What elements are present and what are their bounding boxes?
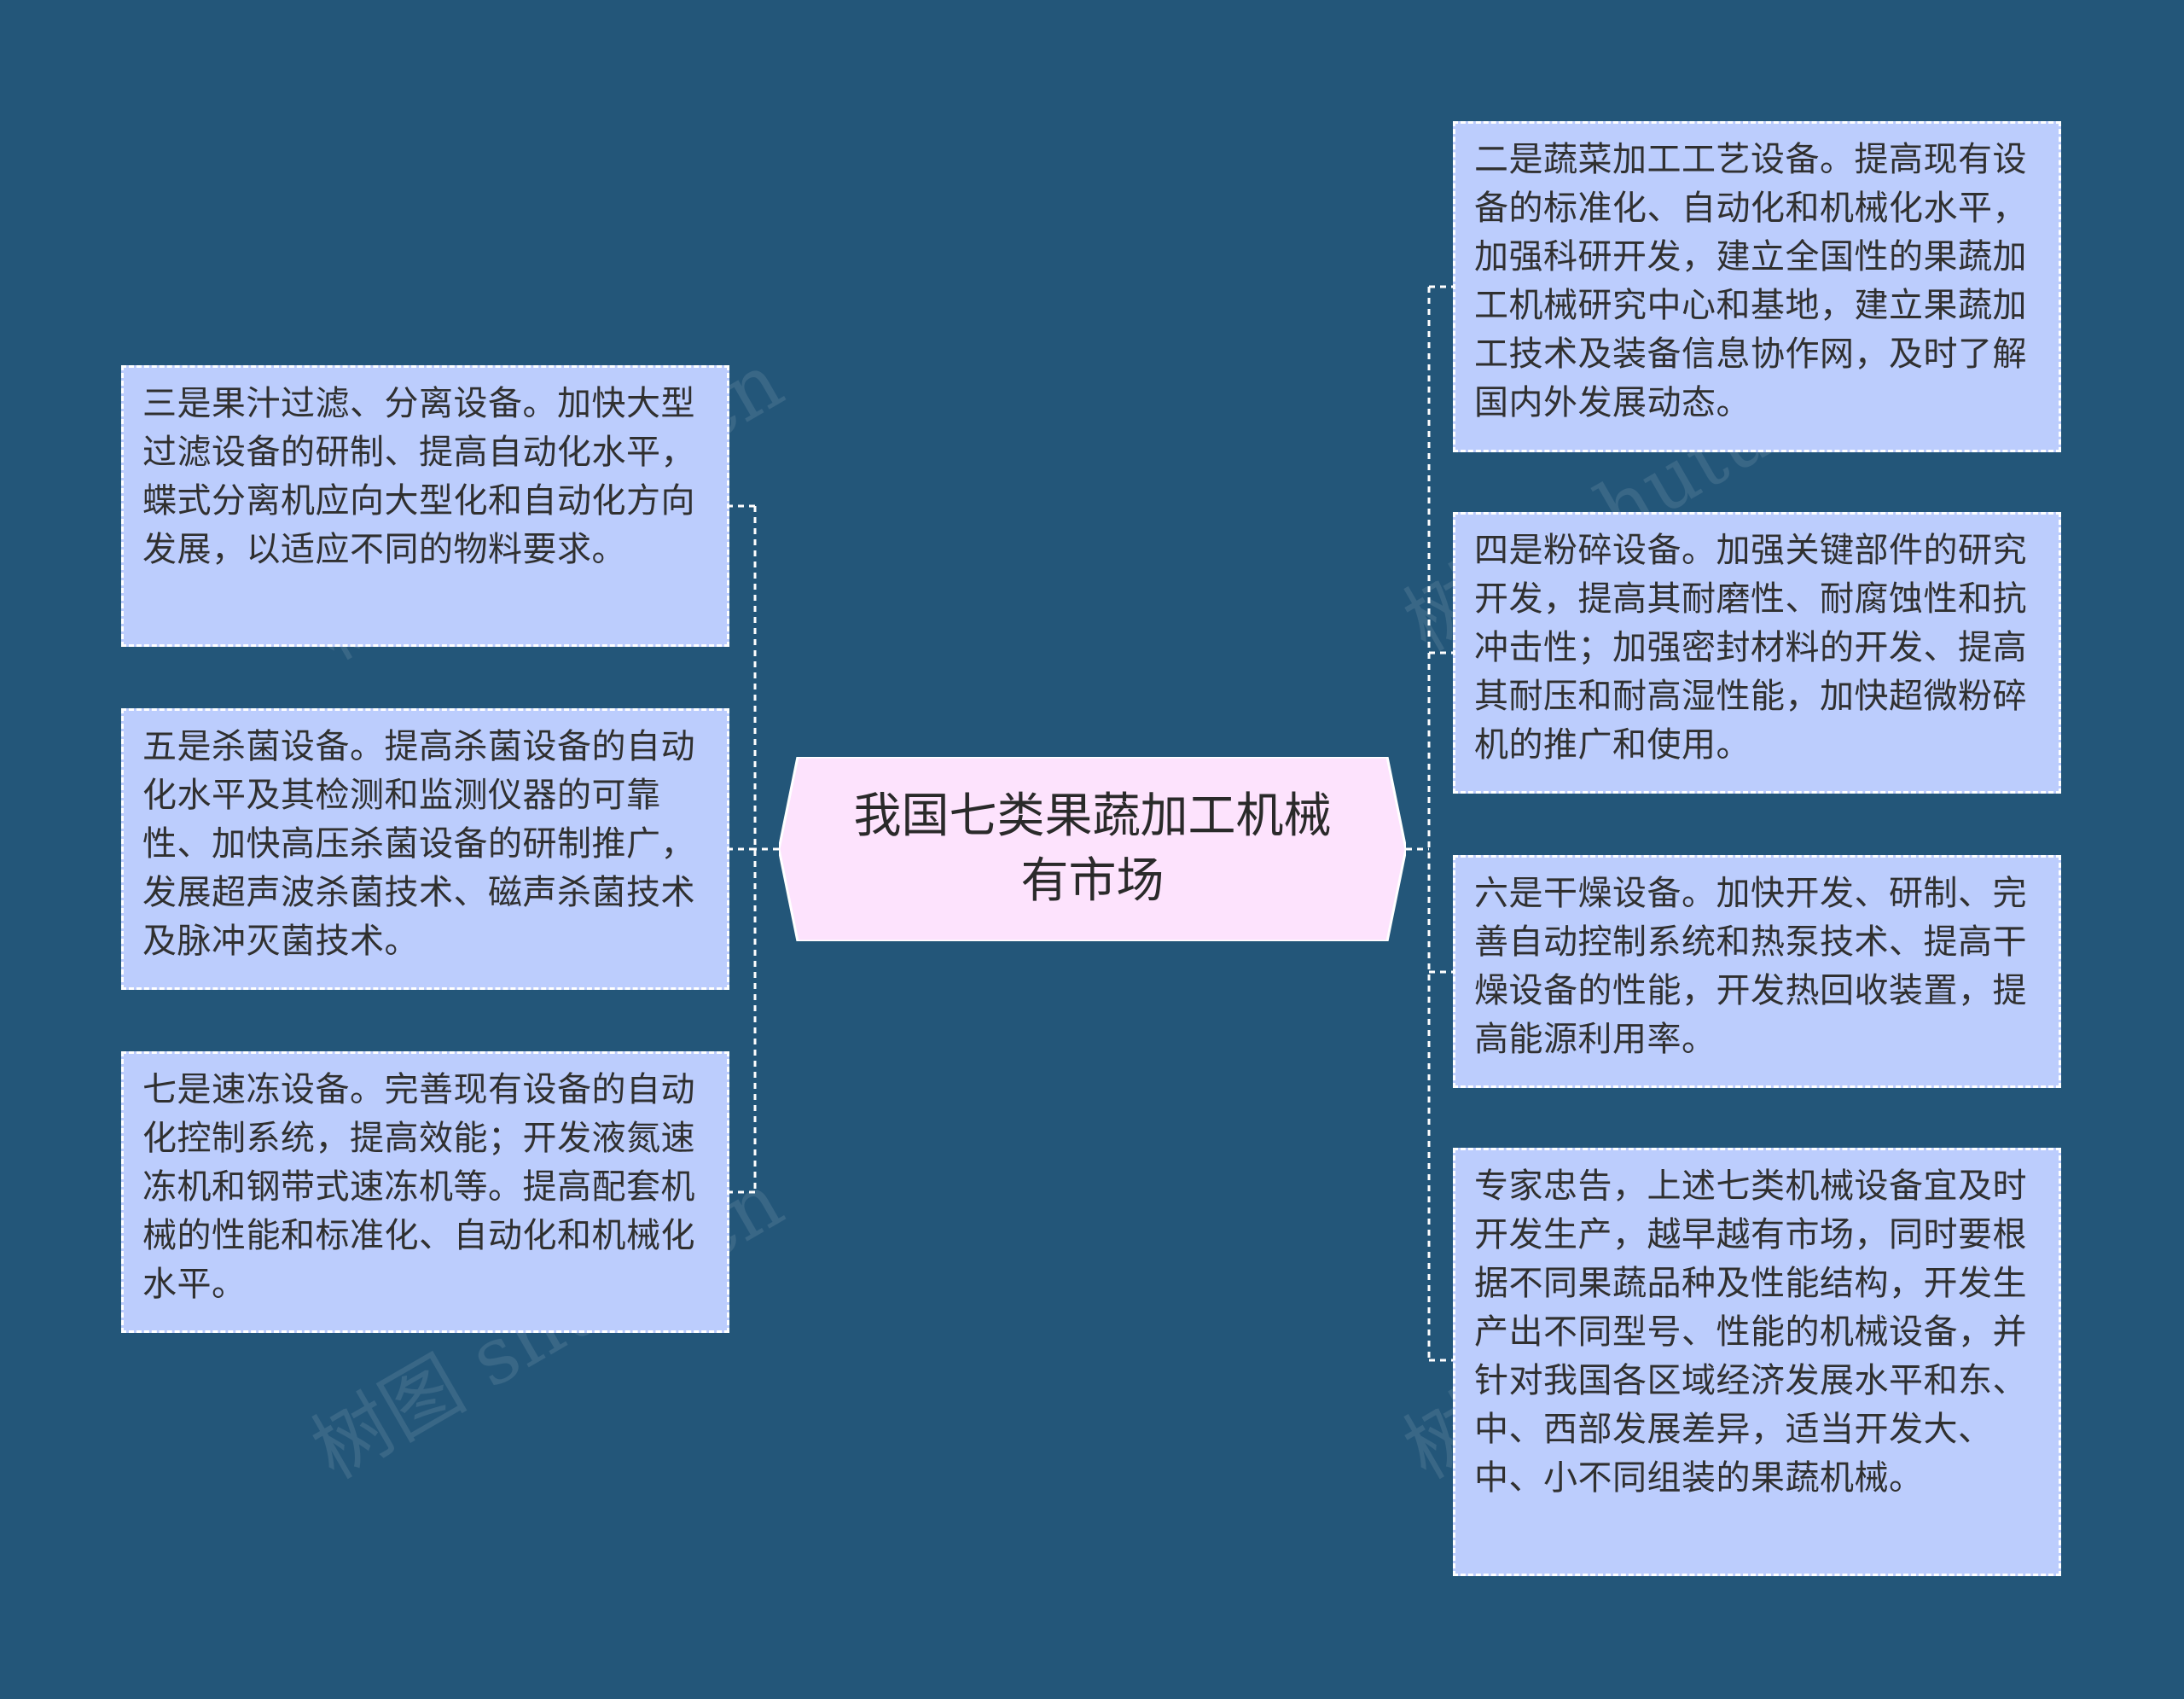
topic-text: 四是粉碎设备。加强关键部件的研究开发，提高其耐磨性、耐腐蚀性和抗冲击性；加强密封… xyxy=(1474,531,2027,765)
topic-node-sterilization[interactable]: 五是杀菌设备。提高杀菌设备的自动化水平及其检测和监测仪器的可靠性、加快高压杀菌设… xyxy=(121,708,729,990)
topic-node-juice-filtration[interactable]: 三是果汁过滤、分离设备。加快大型过滤设备的研制、提高自动化水平，蝶式分离机应向大… xyxy=(121,365,729,647)
topic-text: 七是速冻设备。完善现有设备的自动化控制系统，提高效能；开发液氮速冻机和钢带式速冻… xyxy=(142,1070,695,1304)
center-topic-shape xyxy=(779,757,1406,941)
center-topic-node[interactable]: 我国七类果蔬加工机械有市场 xyxy=(779,757,1406,941)
topic-node-expert-advice[interactable]: 专家忠告，上述七类机械设备宜及时开发生产，越早越有市场，同时要根据不同果蔬品种及… xyxy=(1453,1148,2061,1576)
topic-node-quick-freezing[interactable]: 七是速冻设备。完善现有设备的自动化控制系统，提高效能；开发液氮速冻机和钢带式速冻… xyxy=(121,1051,729,1333)
topic-text: 三是果汁过滤、分离设备。加快大型过滤设备的研制、提高自动化水平，蝶式分离机应向大… xyxy=(142,384,695,569)
center-topic-text: 我国七类果蔬加工机械有市场 xyxy=(853,788,1332,909)
topic-node-crushing[interactable]: 四是粉碎设备。加强关键部件的研究开发，提高其耐磨性、耐腐蚀性和抗冲击性；加强密封… xyxy=(1453,512,2061,794)
topic-text: 专家忠告，上述七类机械设备宜及时开发生产，越早越有市场，同时要根据不同果蔬品种及… xyxy=(1474,1167,2027,1498)
topic-node-vegetable-processing[interactable]: 二是蔬菜加工工艺设备。提高现有设备的标准化、自动化和机械化水平，加强科研开发，建… xyxy=(1453,121,2061,452)
topic-node-drying[interactable]: 六是干燥设备。加快开发、研制、完善自动控制系统和热泵技术、提高干燥设备的性能，开… xyxy=(1453,855,2061,1088)
topic-text: 五是杀菌设备。提高杀菌设备的自动化水平及其检测和监测仪器的可靠性、加快高压杀菌设… xyxy=(142,727,695,961)
topic-text: 六是干燥设备。加快开发、研制、完善自动控制系统和热泵技术、提高干燥设备的性能，开… xyxy=(1474,874,2027,1059)
topic-text: 二是蔬菜加工工艺设备。提高现有设备的标准化、自动化和机械化水平，加强科研开发，建… xyxy=(1474,140,2027,422)
